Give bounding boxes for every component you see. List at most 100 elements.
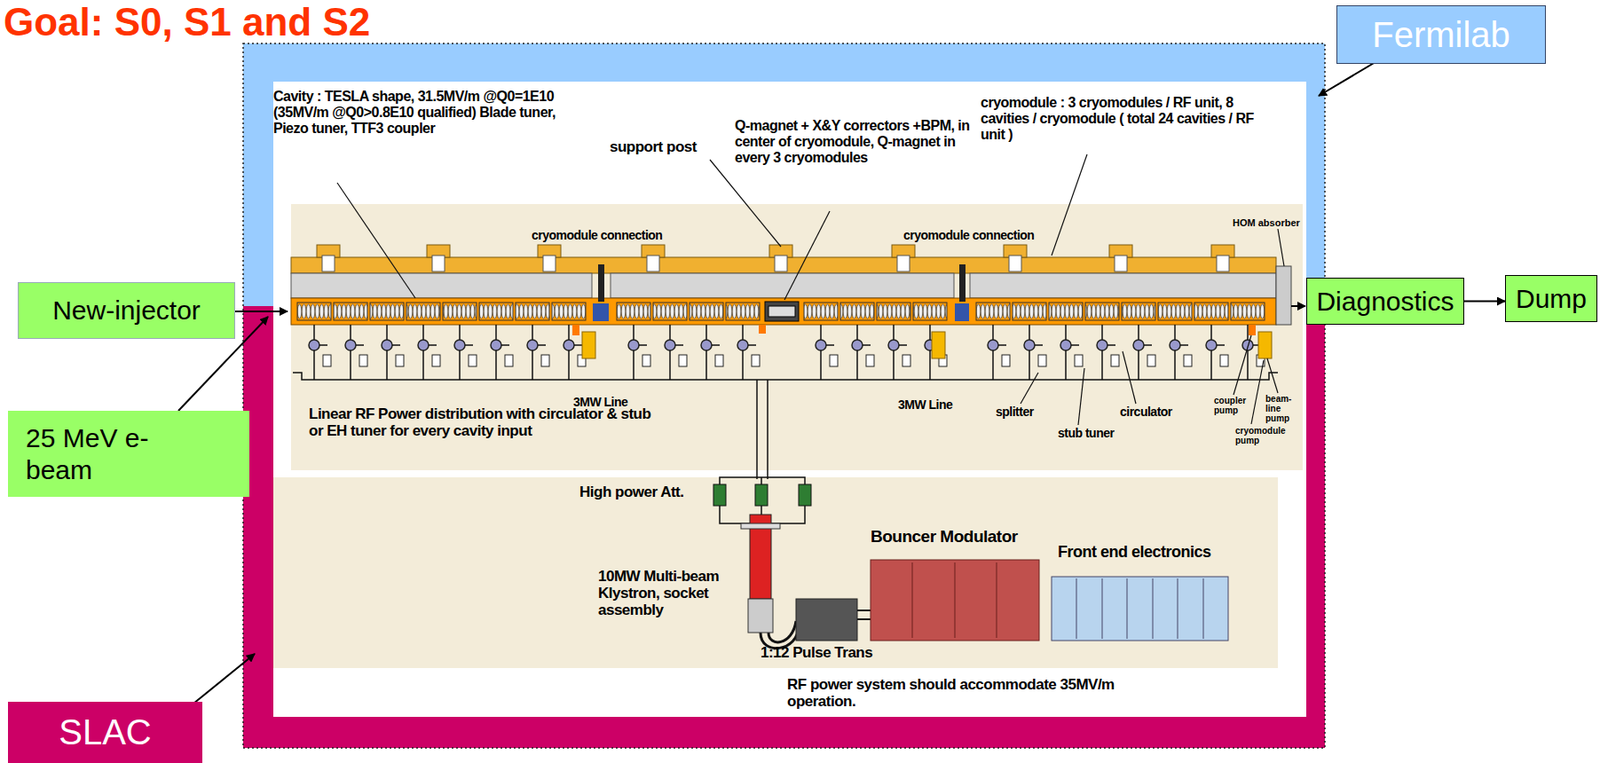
cavity — [876, 302, 911, 321]
title: Goal: S0, S1 and S2 — [3, 0, 371, 45]
rf-hardware — [996, 562, 998, 639]
annotation-label: Linear RF Power distribution with circul… — [308, 405, 664, 440]
label-box: Dump — [1505, 275, 1598, 323]
feed-line — [386, 350, 388, 380]
rf-distribution — [760, 505, 763, 515]
cavity — [689, 302, 724, 321]
load-symbol — [1074, 354, 1083, 367]
rf-hardware — [572, 324, 1272, 641]
rf-hardware — [740, 523, 781, 529]
circulator-symbol — [490, 339, 502, 351]
label-box: 25 MeV e- beam — [7, 410, 250, 497]
circulator-symbol — [737, 339, 749, 351]
circulator-symbol — [701, 339, 712, 351]
stub-line — [428, 344, 437, 347]
annotation-label: RF power system should accommodate 35MV/… — [787, 676, 1160, 710]
support-post — [322, 255, 335, 272]
coupler-line — [669, 324, 671, 340]
cavity — [515, 302, 550, 321]
cryomodule-vessel — [1276, 266, 1292, 325]
stub-line — [1143, 344, 1152, 347]
stub-line — [675, 344, 684, 347]
label-box: SLAC — [7, 701, 203, 763]
feed-line — [495, 350, 497, 380]
annotation-label: Q-magnet + X&Y correctors +BPM, in cente… — [734, 118, 975, 166]
leader-line — [709, 159, 781, 247]
stub-line — [1071, 344, 1080, 347]
circulator-symbol — [1169, 339, 1181, 351]
rf-hardware — [912, 562, 914, 639]
coupler-line — [1246, 324, 1249, 340]
coupler-line — [313, 324, 316, 340]
rf-distribution — [857, 618, 871, 621]
stub-line — [1180, 344, 1189, 347]
annotation-label: stub tuner — [1057, 426, 1114, 442]
circulator-symbol — [987, 339, 999, 351]
circulator-symbol — [628, 339, 639, 351]
coupler-line — [1064, 324, 1067, 340]
cavity — [1121, 302, 1156, 321]
cavity — [913, 302, 947, 321]
cavity — [653, 302, 687, 321]
coupler-line — [819, 324, 822, 340]
rf-hardware — [1127, 578, 1128, 639]
load-symbol — [395, 354, 404, 367]
coupler-line — [386, 324, 388, 340]
stub-line — [998, 344, 1007, 347]
annotation-label: cryomodule pump — [1235, 425, 1289, 446]
coupler-line — [1137, 324, 1140, 340]
stub-line — [1216, 344, 1225, 347]
load-symbol — [323, 354, 332, 367]
coupler-line — [632, 324, 635, 340]
feed-line — [1246, 350, 1249, 380]
leader-line — [1051, 154, 1088, 256]
coupler-line — [741, 324, 744, 340]
rf-hardware — [713, 484, 726, 506]
rf-hardware — [1248, 324, 1256, 336]
connector-arrow — [1464, 300, 1506, 303]
stub-line — [537, 344, 546, 347]
coupler-line — [458, 324, 461, 340]
support-post — [1114, 255, 1128, 272]
load-symbol — [432, 354, 441, 367]
rf-distribution — [760, 477, 763, 485]
pointer-arrow — [193, 654, 255, 704]
feed-line — [632, 350, 635, 380]
rf-distribution — [857, 609, 871, 612]
circulator-symbol — [417, 339, 429, 351]
coupler-line — [349, 324, 352, 340]
rf-hardware — [796, 599, 858, 641]
load-symbol — [1038, 354, 1047, 367]
cavity — [616, 302, 651, 321]
leader-line — [784, 211, 830, 300]
cryomodule-vessel — [592, 303, 609, 322]
stub-line — [862, 344, 871, 347]
stub-line — [711, 344, 720, 347]
support-post — [646, 255, 660, 272]
feed-line — [349, 350, 352, 380]
region-frame — [273, 81, 1307, 718]
cavity — [297, 302, 1265, 321]
annotation-label: HOM absorber — [1232, 217, 1301, 229]
load-symbol — [829, 354, 838, 367]
annotation-label: cryomodule connection — [531, 228, 663, 244]
box-text: New-injector — [52, 295, 201, 326]
annotation-label: splitter — [995, 405, 1034, 420]
feed-line — [856, 350, 859, 380]
circulator-symbol — [563, 339, 575, 351]
cavity — [803, 302, 838, 321]
pointer-arrow — [235, 310, 288, 313]
annotation-label: Cavity : TESLA shape, 31.5MV/m @Q0=1E10 … — [273, 88, 567, 137]
box-text: Fermilab — [1371, 15, 1511, 56]
stub-line — [898, 344, 907, 347]
cryomodule-vessel — [291, 298, 1277, 325]
stub-line — [1107, 344, 1116, 347]
coupler-line — [1210, 324, 1213, 340]
leader-line — [1020, 372, 1039, 404]
rf-hardware — [931, 331, 946, 359]
cavity — [370, 302, 404, 321]
feed-line — [458, 350, 461, 380]
cavity — [1230, 302, 1265, 321]
label-box: Fermilab — [1336, 5, 1546, 64]
